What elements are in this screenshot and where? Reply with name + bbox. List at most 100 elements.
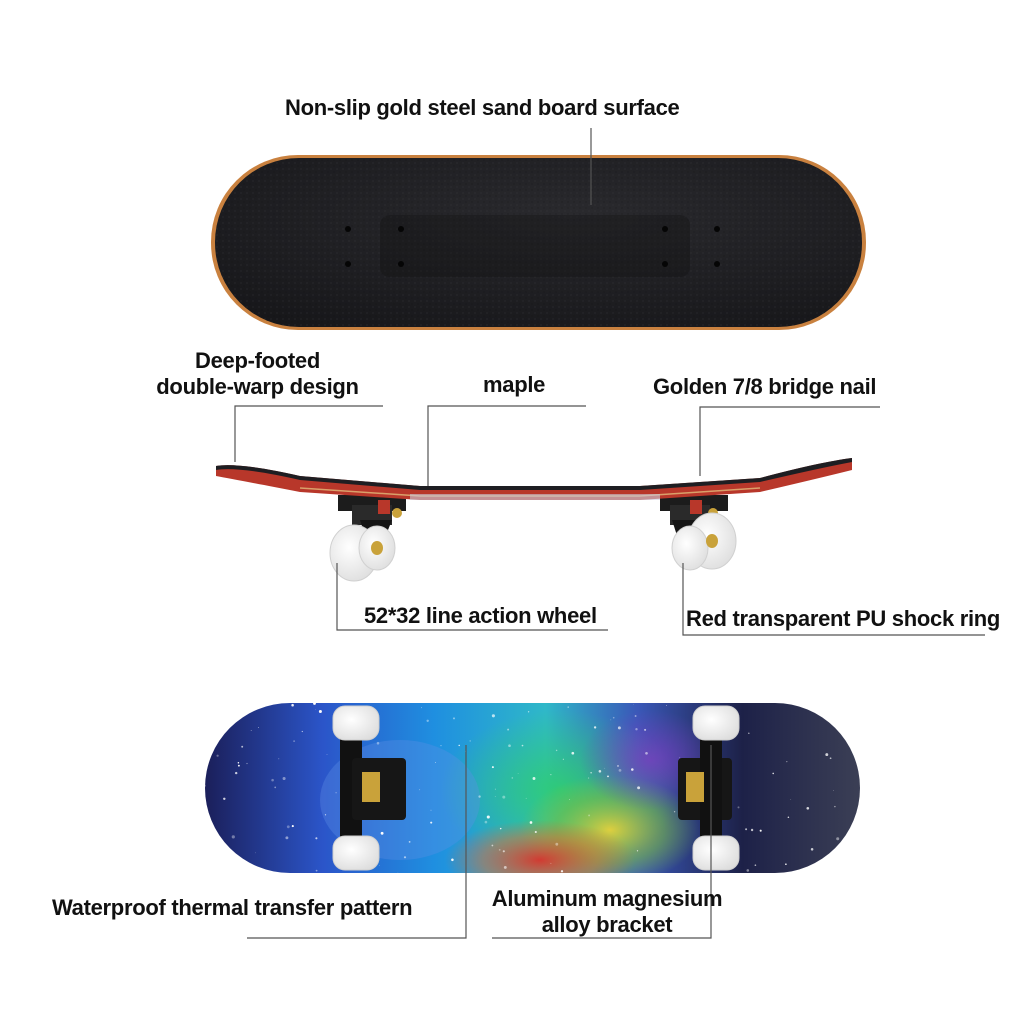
star [636, 850, 639, 852]
star [517, 773, 519, 774]
star [380, 831, 384, 835]
star [748, 732, 750, 735]
star [750, 828, 754, 832]
star [633, 703, 634, 705]
star [571, 751, 575, 755]
star [274, 786, 277, 789]
star [588, 814, 591, 817]
star [491, 766, 494, 769]
star [810, 848, 814, 851]
star [213, 744, 215, 746]
star [231, 835, 235, 839]
star [246, 762, 248, 765]
star [271, 778, 274, 782]
star [235, 771, 238, 775]
maple-label: maple [483, 372, 546, 397]
star [645, 751, 648, 755]
star [430, 821, 433, 824]
star [590, 772, 592, 774]
star [237, 764, 240, 767]
star [550, 774, 552, 776]
star [610, 719, 612, 721]
star [426, 719, 429, 722]
star [315, 708, 316, 710]
star [532, 777, 536, 780]
star [617, 726, 621, 730]
star [453, 717, 455, 720]
star [679, 757, 681, 758]
star [634, 715, 637, 717]
star [494, 788, 496, 790]
star [534, 830, 537, 834]
deep-footed-label: Deep-footed double-warp design [150, 348, 365, 400]
star [833, 790, 834, 791]
star [787, 816, 790, 818]
star [502, 795, 506, 799]
star [255, 852, 256, 854]
star [555, 749, 558, 752]
skateboard-side-image [216, 458, 852, 582]
star [379, 865, 381, 866]
star [612, 716, 615, 719]
star [746, 869, 750, 872]
star [293, 740, 295, 742]
star [525, 797, 527, 799]
star [569, 798, 570, 800]
star [324, 814, 327, 816]
star [313, 703, 316, 705]
star [250, 730, 252, 731]
star [205, 784, 207, 787]
star [527, 711, 530, 713]
star [786, 760, 788, 763]
star [567, 706, 569, 708]
star [588, 777, 590, 779]
star [494, 796, 496, 797]
star [499, 827, 502, 830]
star [486, 815, 490, 819]
star [503, 865, 507, 869]
star [478, 795, 481, 798]
star [550, 862, 552, 864]
star [631, 768, 634, 771]
star [376, 741, 380, 745]
star [560, 870, 564, 873]
star [219, 728, 223, 731]
star [318, 709, 322, 714]
bracket-label-line2: alloy bracket [541, 912, 673, 937]
star [617, 765, 619, 767]
star [555, 842, 559, 846]
bracket-label-line1: Aluminum magnesium [491, 886, 723, 911]
star [315, 869, 318, 872]
star [593, 726, 597, 729]
star [435, 762, 436, 763]
star [838, 854, 840, 856]
star [759, 829, 762, 832]
star [825, 753, 829, 757]
star [278, 758, 280, 760]
star [291, 825, 294, 828]
star [562, 758, 564, 760]
star [223, 797, 226, 801]
star [836, 837, 840, 841]
star [451, 858, 454, 862]
shock-ring-label: Red transparent PU shock ring [686, 606, 1001, 631]
star [282, 776, 286, 781]
star [421, 707, 422, 709]
grip-surface-label: Non-slip gold steel sand board surface [285, 95, 680, 120]
star [408, 841, 411, 843]
deep-footed-label-line2: double-warp design [156, 374, 359, 399]
star [285, 836, 289, 840]
star [419, 789, 421, 791]
star [335, 791, 337, 794]
star [491, 714, 495, 718]
star [498, 849, 501, 851]
star [529, 821, 533, 824]
star [206, 868, 209, 871]
star [502, 850, 505, 853]
star [440, 744, 442, 747]
star [806, 806, 810, 810]
star [286, 825, 290, 829]
star [241, 745, 244, 748]
